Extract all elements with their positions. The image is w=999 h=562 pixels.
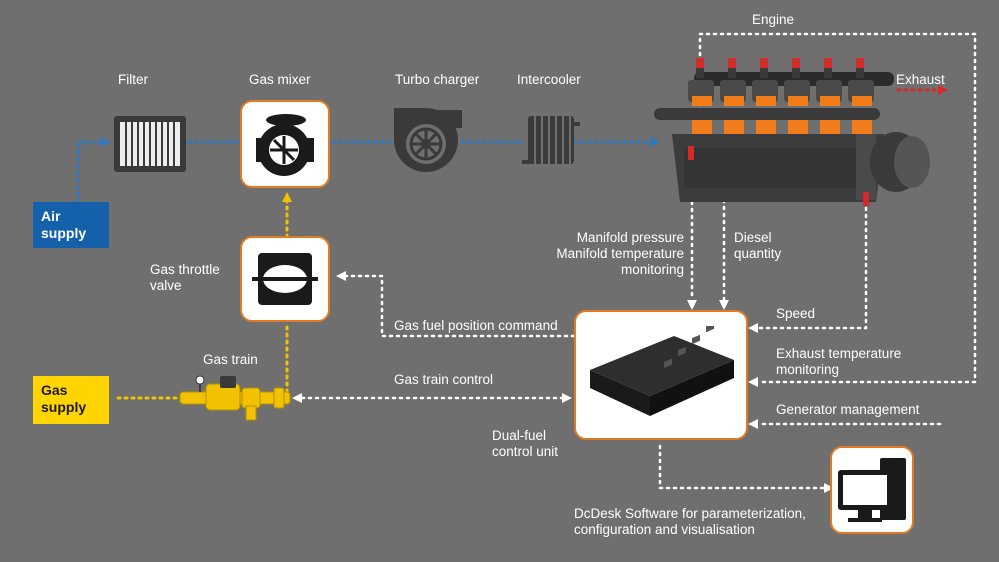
air-supply-label-line-1: Air [41, 208, 61, 224]
intercooler-icon [522, 116, 580, 164]
gas-supply-box: Gas supply [33, 376, 109, 424]
gas-supply-label-line-1: Gas [41, 382, 68, 398]
turbocharger-icon [394, 108, 462, 172]
engine-icon [654, 58, 930, 206]
filter-label: Filter [118, 72, 148, 87]
gas-flow-line [116, 198, 289, 400]
engine-label: Engine [752, 12, 795, 27]
intercooler-label: Intercooler [517, 72, 581, 87]
turbo-charger-label: Turbo charger [395, 72, 480, 87]
dcdesk-software-label: DcDesk Software for parameterization, co… [574, 506, 806, 538]
control-arrowheads [292, 271, 834, 493]
manifold-label: Manifold pressure Manifold temperature m… [520, 230, 684, 278]
gas-train-icon [179, 375, 291, 421]
gas-throttle-valve-label-line-1: Gas throttle [150, 262, 220, 277]
gas-supply-label-line-2: supply [41, 399, 87, 415]
gas-train-label: Gas train [203, 352, 258, 367]
computer-box [830, 446, 914, 534]
diesel-quantity-label-line-2: quantity [734, 246, 782, 261]
exhaust-temperature-label-line-2: monitoring [776, 362, 840, 377]
gas-throttle-valve-label-line-2: valve [150, 278, 182, 293]
dual-fuel-control-unit-label-line-1: Dual-fuel [492, 428, 547, 443]
air-flow-arrowheads [100, 137, 660, 147]
gas-train-control-label: Gas train control [394, 372, 494, 387]
air-supply-box: Air supply [33, 202, 109, 248]
throttle-valve-icon [252, 253, 318, 305]
gas-fuel-position-command-label: Gas fuel position command [394, 318, 558, 333]
control-unit-icon [590, 326, 734, 416]
speed-label: Speed [776, 306, 816, 321]
dcdesk-software-label-line-2: configuration and visualisation [574, 522, 755, 537]
dual-fuel-control-unit-label-line-2: control unit [492, 444, 559, 459]
generator-management-label: Generator management [776, 402, 920, 417]
air-flow-line [76, 140, 652, 204]
manifold-label-line-1: Manifold pressure [576, 230, 684, 245]
gas-mixer-icon [256, 114, 314, 176]
exhaust-temperature-label-line-1: Exhaust temperature [776, 346, 902, 361]
air-filter-icon [114, 116, 186, 172]
gas-flow-arrowheads [282, 192, 292, 202]
exhaust-label: Exhaust [896, 72, 945, 87]
air-supply-label-line-2: supply [41, 225, 87, 241]
gas-mixer-label: Gas mixer [249, 72, 311, 87]
dual-fuel-control-unit-label: Dual-fuel control unit [492, 428, 558, 460]
gas-throttle-valve-box [240, 236, 330, 322]
manifold-label-line-2: Manifold temperature [556, 246, 684, 261]
exhaust-temperature-label: Exhaust temperature monitoring [776, 346, 901, 378]
gas-throttle-valve-label: Gas throttle valve [150, 262, 228, 294]
computer-icon [838, 458, 906, 522]
diesel-quantity-label-line-1: Diesel [734, 230, 772, 245]
dcdesk-software-label-line-1: DcDesk Software for parameterization, [574, 506, 806, 521]
manifold-label-line-3: monitoring [620, 262, 684, 277]
diesel-quantity-label: Diesel quantity [734, 230, 781, 262]
control-unit-box [574, 310, 748, 440]
gas-mixer-box [240, 100, 330, 188]
